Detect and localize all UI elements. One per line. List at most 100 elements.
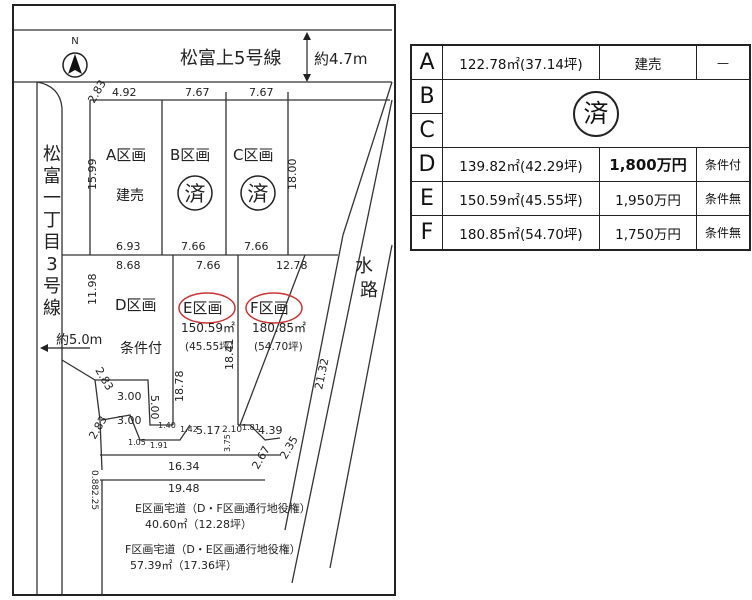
lot-d-note: 条件付 [120, 340, 162, 357]
waterway-lines [284, 81, 393, 584]
row-price: 1,750万円 [599, 215, 697, 251]
dim-c-side: 18.00 [286, 159, 299, 191]
north-label: N [71, 36, 78, 47]
dim-d-top: 8.68 [116, 259, 141, 272]
dim-375: 3.75 [223, 434, 232, 452]
dim-d-b2: 3.00 [117, 414, 142, 427]
lot-f-name: F区画 [250, 299, 289, 317]
easement-e-area: 40.60㎡（12.28坪） [145, 518, 252, 531]
road-left-width-arrow [40, 344, 90, 352]
road-left-char: 3 [46, 254, 57, 275]
easement-f-label: F区画宅道（D・E区画通行地役権） [125, 542, 301, 556]
lot-d-name: D区画 [115, 296, 157, 314]
lot-b-stamp: 済 [185, 182, 206, 206]
row-area: 122.78㎡(37.14坪) [442, 44, 600, 80]
dim-140: 1.40 [158, 421, 176, 430]
road-left-char: 目 [43, 232, 61, 253]
dim-1634: 16.34 [168, 460, 200, 473]
dim-210: 2.10 [222, 425, 242, 435]
easement-f-area: 57.39㎡（17.36坪） [130, 559, 237, 572]
dim-105: 1.05 [128, 438, 146, 447]
road-top-width: 約4.7m [314, 50, 367, 68]
table-row: B 済 [410, 79, 751, 148]
row-area: 180.85㎡(54.70坪) [442, 215, 600, 251]
easement-e-label: E区画宅道（D・F区画通行地役権） [135, 501, 311, 515]
row-condition: 条件無 [696, 181, 751, 216]
lot-c-stamp: 済 [248, 182, 269, 206]
road-left-char: 丁 [43, 210, 61, 231]
road-left-char: 線 [43, 298, 61, 319]
dim-top-b: 7.67 [185, 86, 210, 99]
dim-181: 1.81 [242, 423, 260, 432]
dim-088: 0.88 [89, 470, 99, 490]
dim-top-c: 7.67 [249, 86, 274, 99]
table-row: F 180.85㎡(54.70坪) 1,750万円 条件無 [410, 215, 751, 251]
lot-a-note: 建売 [116, 188, 144, 204]
lot-a-name: A区画 [106, 146, 146, 164]
table-row: D 139.82㎡(42.29坪) 1,800万円 条件付 [410, 147, 751, 182]
dim-c-bottom: 7.66 [244, 240, 269, 253]
lot-e-tsubo: (45.55坪) [185, 340, 234, 353]
lot-b-name: B区画 [170, 146, 210, 164]
lot-f-area: 180.85㎡ [252, 321, 306, 335]
dim-1948: 19.48 [168, 482, 200, 495]
lot-plan-map: N 松富上5号線 約4.7m 松 富 一 丁 目 3 号 線 約5.0m 水 路… [12, 4, 396, 596]
sold-stamp-icon [240, 175, 276, 211]
dim-e-side1: 18.78 [173, 371, 186, 403]
dim-e-side2: 18.41 [223, 339, 236, 371]
road-left-char: 富 [43, 166, 61, 187]
table-row: C [410, 113, 750, 148]
road-top-width-arrow [303, 32, 311, 82]
table-row: E 150.59㎡(45.55坪) 1,950万円 条件無 [410, 181, 751, 216]
row-letter: E [410, 181, 443, 216]
lot-f-highlight [245, 292, 303, 324]
row-area: 150.59㎡(45.55坪) [442, 181, 600, 216]
road-left-char: 号 [43, 276, 61, 297]
lot-price-table: A 122.78㎡(37.14坪) 建売 — B 済 C D 139.82㎡(4… [410, 44, 751, 251]
road-left-char: 松 [43, 144, 61, 165]
row-price: 1,950万円 [599, 181, 697, 216]
dim-top-a: 4.92 [112, 86, 137, 99]
north-arrow-icon [62, 52, 88, 78]
dim-439: 4.39 [258, 424, 283, 437]
row-letter: F [410, 215, 443, 251]
lot-e-name: E区画 [183, 299, 222, 317]
row-condition: — [696, 44, 751, 80]
lot-c-name: C区画 [233, 146, 273, 164]
lot-lines [61, 92, 390, 595]
dim-f-diag: 21.32 [312, 357, 331, 391]
map-frame [12, 4, 396, 596]
row-letter: A [410, 44, 443, 80]
dim-a-side: 15.99 [86, 159, 99, 191]
waterway-char: 水 [355, 256, 373, 277]
row-condition: 条件付 [696, 147, 751, 182]
row-price: 建売 [599, 44, 697, 80]
sold-stamp-icon: 済 [573, 90, 619, 137]
dim-d-side: 11.98 [86, 274, 99, 306]
lot-e-highlight [178, 292, 236, 324]
road-left-label: 松 富 一 丁 目 3 号 線 [43, 144, 61, 319]
dim-b-bottom: 7.66 [181, 240, 206, 253]
road-left-char: 一 [43, 188, 61, 209]
sold-stamp-icon [177, 175, 213, 211]
dim-191: 1.91 [150, 441, 168, 450]
dim-d-b1: 3.00 [117, 390, 142, 403]
road-outlines [14, 29, 392, 594]
lot-f-tsubo: (54.70坪) [254, 340, 303, 353]
row-letter: D [410, 147, 443, 182]
dim-142: 1.42 [180, 425, 198, 434]
waterway-char: 路 [360, 280, 378, 301]
row-price: 1,800万円 [599, 147, 697, 182]
row-area: 139.82㎡(42.29坪) [442, 147, 600, 182]
lot-e-area: 150.59㎡ [181, 321, 235, 335]
row-letter: B [410, 79, 443, 114]
row-letter: C [410, 113, 443, 148]
road-left-width: 約5.0m [56, 333, 102, 348]
dim-225: 2.25 [89, 490, 99, 510]
dim-d-v: 5.00 [148, 395, 161, 420]
dim-517: 5.17 [196, 424, 221, 437]
dim-a-bottom: 6.93 [116, 240, 141, 253]
table-row: A 122.78㎡(37.14坪) 建売 — [410, 44, 751, 80]
row-condition: 条件無 [696, 215, 751, 251]
dim-f-top: 12.78 [276, 259, 308, 272]
